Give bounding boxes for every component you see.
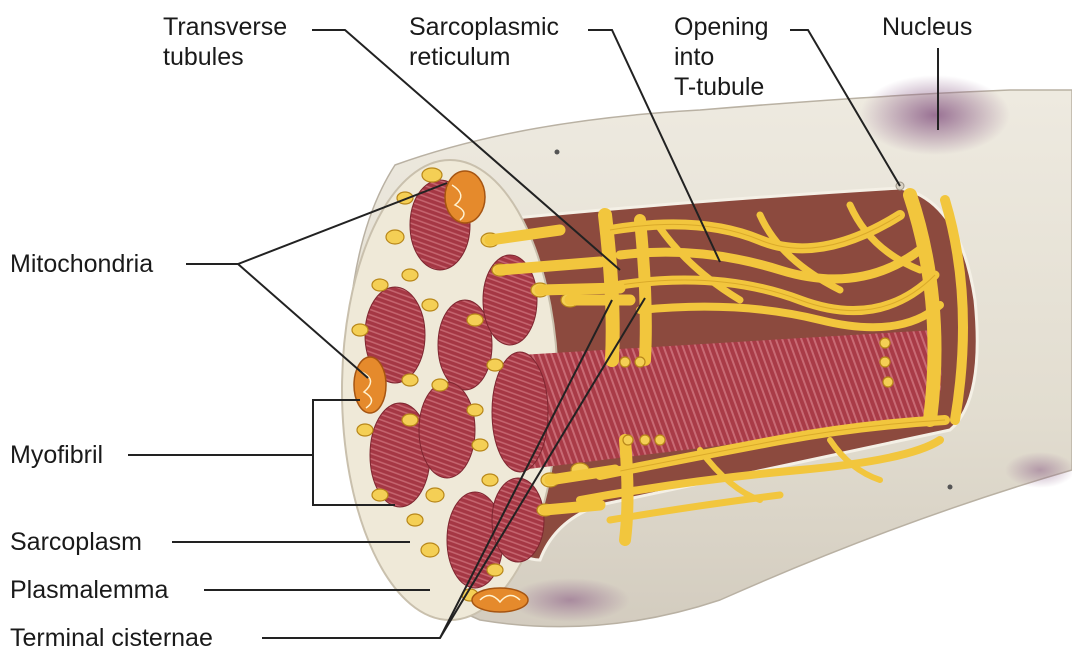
label-transverse-tubules-line2: tubules — [163, 42, 287, 72]
membrane-pore-2 — [948, 485, 953, 490]
label-sarcoplasmic-reticulum-line1: Sarcoplasmic — [409, 12, 559, 42]
label-opening-line3: T-tubule — [674, 72, 769, 102]
label-transverse-tubules: Transverse tubules — [163, 12, 287, 72]
label-nucleus: Nucleus — [882, 12, 972, 42]
label-opening-line1: Opening — [674, 12, 769, 42]
label-transverse-tubules-line1: Transverse — [163, 12, 287, 42]
label-terminal-cisternae: Terminal cisternae — [10, 623, 213, 653]
nucleus-shape — [860, 75, 1010, 155]
label-opening-line2: into — [674, 42, 769, 72]
membrane-pore — [555, 150, 560, 155]
label-plasmalemma: Plasmalemma — [10, 575, 168, 605]
label-opening-into-t-tubule: Opening into T-tubule — [674, 12, 769, 102]
label-sarcoplasmic-reticulum-line2: reticulum — [409, 42, 559, 72]
nucleus-shape-right — [1005, 452, 1072, 488]
label-sarcoplasm: Sarcoplasm — [10, 527, 142, 557]
label-sarcoplasmic-reticulum: Sarcoplasmic reticulum — [409, 12, 559, 72]
label-myofibril: Myofibril — [10, 440, 103, 470]
label-mitochondria: Mitochondria — [10, 249, 153, 279]
